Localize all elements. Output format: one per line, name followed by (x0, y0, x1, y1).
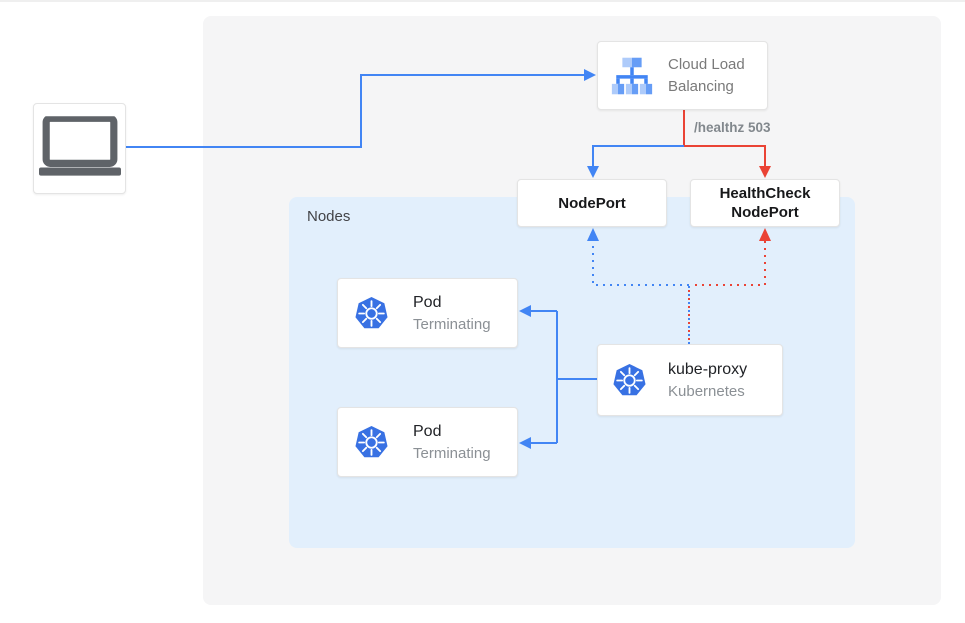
pod-2-title: Pod (413, 422, 442, 440)
kube-proxy-subtitle: Kubernetes (668, 382, 745, 400)
load-balancer-icon (611, 57, 653, 95)
clb-label-line2: Balancing (668, 77, 734, 95)
pod-2-status: Terminating (413, 444, 491, 462)
client-box (33, 103, 126, 194)
pod-box-1: Pod Terminating (337, 278, 518, 348)
top-divider (0, 0, 965, 2)
healthcheck-nodeport-box: HealthCheck NodePort (690, 179, 840, 227)
pod-1-status: Terminating (413, 315, 491, 333)
cloud-load-balancing-box: Cloud Load Balancing (597, 41, 768, 110)
pod-box-2: Pod Terminating (337, 407, 518, 477)
pod-1-title: Pod (413, 293, 442, 311)
kubernetes-icon (611, 362, 648, 399)
nodeport-label: NodePort (558, 194, 626, 212)
laptop-icon (39, 116, 121, 182)
healthcheck-label-line1: HealthCheck (719, 185, 811, 202)
kubernetes-icon (353, 424, 390, 461)
nodes-label: Nodes (307, 208, 351, 225)
nodeport-box: NodePort (517, 179, 667, 227)
kube-proxy-box: kube-proxy Kubernetes (597, 344, 783, 416)
healthcheck-label-line2: NodePort (731, 204, 799, 221)
cloud-load-balancing-label: Cloud Load Balancing (668, 54, 745, 98)
kube-proxy-text: kube-proxy Kubernetes (668, 359, 747, 402)
kube-proxy-title: kube-proxy (668, 360, 748, 378)
healthz-status-label: /healthz 503 (694, 120, 771, 135)
pod-1-text: Pod Terminating (413, 292, 491, 335)
clb-label-line1: Cloud Load (668, 55, 745, 73)
kubernetes-icon (353, 295, 390, 332)
pod-2-text: Pod Terminating (413, 421, 491, 464)
